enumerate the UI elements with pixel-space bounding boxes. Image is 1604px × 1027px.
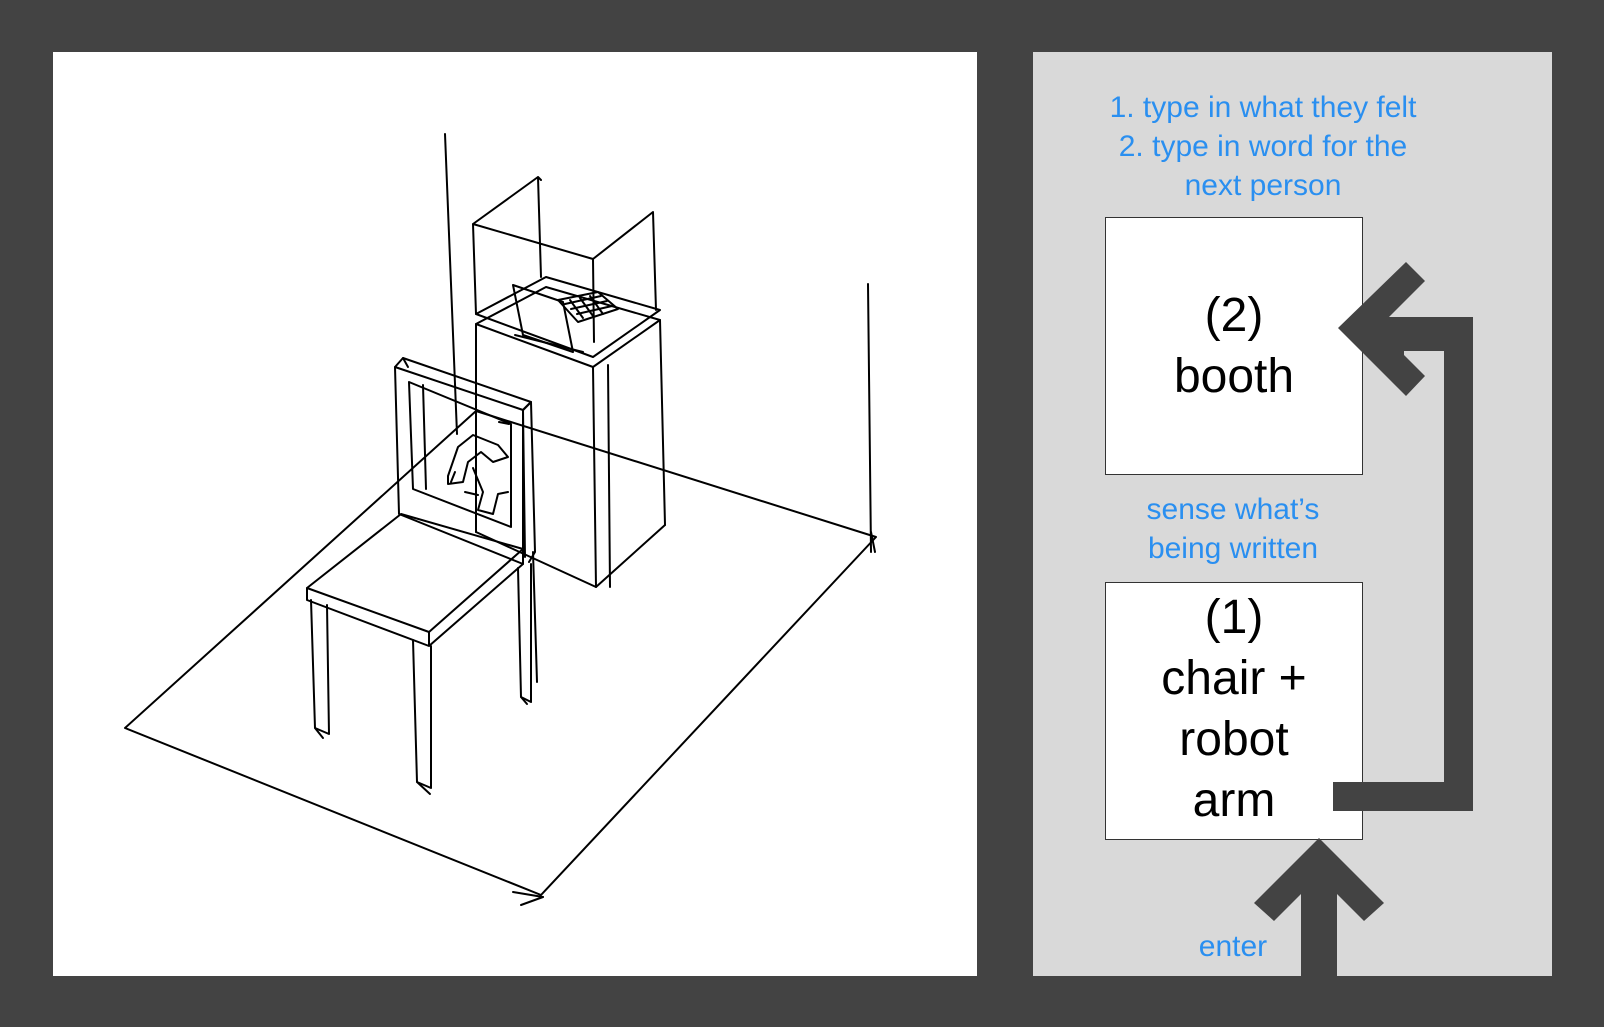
sense-label-line-2: being written	[1147, 532, 1319, 565]
flow-arrows	[1254, 262, 1473, 976]
instruction-line-3: next person	[1184, 169, 1342, 202]
chair-line-2: robot	[1179, 713, 1289, 766]
flow-panel: 1. type in what they felt 2. type in wor…	[1033, 52, 1552, 976]
chair-leg-back-right	[517, 563, 532, 703]
instructions: 1. type in what they felt 2. type in wor…	[1053, 88, 1473, 205]
laptop	[512, 284, 574, 353]
robot-arm	[447, 434, 509, 485]
sketch-panel	[53, 52, 977, 976]
sense-label-line-1: sense what’s	[1146, 493, 1320, 526]
chair-booth-sketch	[124, 133, 877, 906]
instruction-line-2: 2. type in word for the	[1118, 130, 1408, 163]
route-arrow-icon	[1333, 262, 1473, 811]
chair-number: (1)	[1204, 591, 1264, 644]
chair-line-1: chair +	[1161, 652, 1307, 705]
chair-seat	[306, 513, 524, 633]
chair-leg-back-left	[532, 551, 538, 683]
enter-label: enter	[1198, 930, 1268, 963]
booth-station-box: (2) booth	[1105, 217, 1363, 475]
floor-mat	[124, 410, 877, 896]
right-wall-line	[867, 283, 872, 553]
chair-leg-front-right	[412, 639, 432, 789]
left-wall-line	[444, 133, 458, 435]
instruction-line-1: 1. type in what they felt	[1109, 91, 1417, 124]
chair-leg-front-left	[310, 599, 330, 735]
booth-pedestal	[475, 276, 661, 358]
booth-name: booth	[1173, 350, 1295, 403]
sense-label: sense what’s being written	[1103, 490, 1363, 568]
chair-station-box: (1) chair + robot arm	[1105, 582, 1363, 840]
booth-glass	[472, 176, 657, 343]
enter-arrow-icon	[1254, 838, 1384, 976]
chair-line-3: arm	[1192, 774, 1276, 827]
booth-number: (2)	[1204, 289, 1264, 342]
